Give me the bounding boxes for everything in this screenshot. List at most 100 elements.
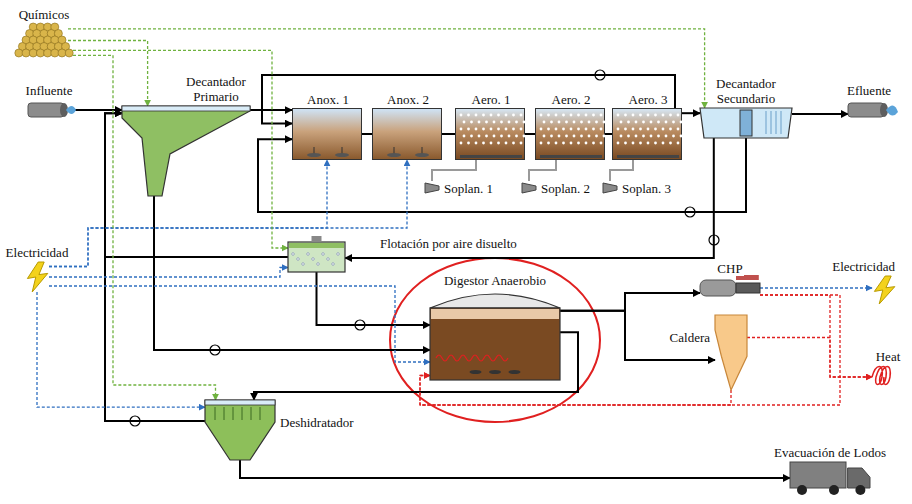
air-connector — [610, 160, 633, 181]
air-bubble — [520, 142, 523, 145]
sludge-layer — [289, 243, 344, 248]
pipeOut-shape — [848, 100, 890, 120]
air-bubble — [550, 135, 553, 138]
air-bubble — [624, 142, 627, 145]
screen-bar — [260, 407, 261, 420]
air-bubble — [332, 263, 335, 266]
screen-bar — [224, 407, 225, 420]
air-bubble — [520, 128, 523, 131]
air-bubble — [463, 121, 466, 124]
bolt-shape — [872, 276, 896, 304]
air-bubble — [632, 128, 635, 131]
air-bubble — [475, 142, 478, 145]
main-connector — [525, 133, 535, 135]
air-bubble — [592, 114, 595, 117]
air-bubble — [562, 114, 565, 117]
air-bubble — [540, 114, 543, 117]
air-bubble — [512, 128, 515, 131]
air-bubble — [460, 142, 463, 145]
node-label: Anox. 2 — [386, 92, 430, 107]
screen-bar — [215, 407, 216, 420]
digester-shape — [430, 290, 560, 380]
air-bubble — [647, 128, 650, 131]
granule — [36, 49, 44, 57]
chem-connector — [68, 50, 288, 248]
air-bubble — [555, 128, 558, 131]
air-bubble — [505, 114, 508, 117]
air-bubble — [562, 142, 565, 145]
air-bubble — [577, 128, 580, 131]
inlet-pipe: Influente — [28, 100, 70, 120]
truck-wheel — [855, 485, 865, 495]
air-bubble — [672, 135, 675, 138]
anox-shape — [373, 109, 443, 161]
heat-connector — [760, 295, 872, 377]
bolt-shape — [25, 262, 49, 292]
node-label: Soplan. 2 — [540, 181, 591, 196]
truck-shape — [790, 462, 870, 496]
air-bubble — [635, 121, 638, 124]
primary-clarifier: Decantador Primario — [122, 106, 250, 196]
electricity-output: Electricidad — [872, 276, 896, 304]
decantS-shape — [700, 108, 792, 138]
node-label: Anox. 1 — [306, 92, 350, 107]
heating-coil — [436, 355, 508, 361]
air-bubble — [573, 135, 576, 138]
digester-dome — [430, 294, 560, 308]
air-bubble — [460, 114, 463, 117]
air-bubble — [672, 121, 675, 124]
lightning-bolt — [27, 262, 47, 292]
air-bubble — [650, 121, 653, 124]
air-bubble — [482, 128, 485, 131]
air-bubble — [635, 135, 638, 138]
blower-shape — [603, 181, 617, 195]
node-label: Efluente — [846, 83, 892, 98]
air-connector — [529, 160, 556, 181]
air-bubble — [520, 114, 523, 117]
truck-wheel — [829, 485, 839, 495]
air-bubble — [617, 128, 620, 131]
weir-plate — [771, 111, 772, 134]
truck-wheel — [797, 485, 807, 495]
mixer-blade — [335, 153, 349, 157]
air-bubble — [639, 114, 642, 117]
air-bubble — [470, 121, 473, 124]
elec-connector — [37, 292, 205, 407]
node-label: Soplan. 3 — [621, 181, 672, 196]
scum-layer — [431, 309, 559, 319]
air-bubble — [647, 114, 650, 117]
air-bubble — [497, 142, 500, 145]
chp-unit: CHP — [700, 278, 760, 298]
air-bubble — [478, 121, 481, 124]
node-label: CHP — [716, 261, 743, 276]
air-bubble — [639, 128, 642, 131]
clarifier-body — [122, 106, 250, 196]
air-bubble — [592, 142, 595, 145]
air-bubble — [307, 253, 310, 256]
air-bubble — [547, 142, 550, 145]
air-bubble — [665, 135, 668, 138]
air-bubble — [577, 114, 580, 117]
weir-plate — [781, 111, 782, 134]
node-label: Heat — [875, 349, 902, 364]
air-bubble — [585, 114, 588, 117]
water-splash — [66, 106, 76, 114]
lightning-bolt — [874, 276, 894, 304]
air-bubble — [677, 128, 680, 131]
air-bubble — [478, 135, 481, 138]
aerobic-tank: Aero. 2 — [535, 108, 605, 160]
node-label: Evacuación de Lodos — [773, 445, 887, 460]
air-bubble — [302, 263, 305, 266]
pipe-body — [848, 103, 884, 117]
mixer-blade — [470, 370, 482, 374]
granule — [22, 49, 30, 57]
granule — [15, 49, 23, 57]
air-bubble — [485, 135, 488, 138]
boiler: Caldera — [715, 315, 747, 390]
main-connector — [362, 133, 372, 135]
air-bubble — [585, 142, 588, 145]
pipeIn-shape — [28, 100, 70, 120]
air-bubble — [662, 114, 665, 117]
pile-shape — [20, 24, 68, 57]
